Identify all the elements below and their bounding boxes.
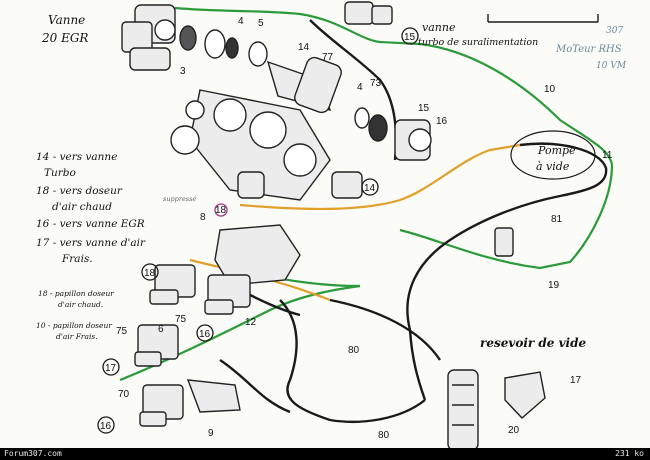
legend-18-line2: d'air chaud (52, 201, 112, 213)
circle-15 (401, 27, 419, 45)
sensor-14 (331, 171, 363, 199)
callout-80: 80 (348, 345, 360, 356)
circled-callouts (97, 27, 419, 434)
circled-16b: 16 (199, 329, 211, 340)
ring-4 (354, 107, 370, 129)
support-17 (504, 371, 546, 419)
number-callouts: 3 4 5 14 77 4 73 15 16 10 11 81 19 8 75 … (116, 16, 613, 441)
callout-12: 12 (245, 317, 257, 328)
green-hose-top (174, 6, 614, 166)
callout-5: 5 (258, 18, 264, 29)
callout-3: 3 (180, 66, 186, 77)
legend-14-line1: 14 - vers vanne (36, 151, 117, 163)
circled-16: 16 (100, 421, 112, 432)
solenoid-valve-16 (139, 384, 184, 427)
green-hose-right (399, 164, 614, 270)
callout-70: 70 (118, 389, 130, 400)
solenoid-valve-18 (149, 264, 196, 305)
label-turbo-line1: vanne (422, 21, 456, 34)
callout-4: 4 (238, 16, 244, 27)
callout-81: 81 (551, 214, 563, 225)
scale-bar (487, 14, 599, 23)
circle-17 (102, 358, 120, 376)
solenoid-valve-10 (204, 274, 251, 315)
callout-9: 9 (208, 428, 214, 439)
circled-15: 15 (404, 32, 416, 43)
footer-site: Forum307.com (4, 449, 62, 458)
legend-18-line1: 18 - vers doseur (36, 185, 123, 197)
papillon-10-line1: 10 - papillon doseur (36, 321, 112, 330)
intake-manifold (170, 89, 331, 201)
callout-80b: 80 (378, 430, 390, 441)
callout-15: 15 (418, 103, 430, 114)
callout-11: 11 (602, 150, 613, 161)
egr-valve (121, 4, 176, 71)
bracket-8 (214, 224, 301, 286)
footer-size: 231 ko (615, 449, 644, 458)
callout-75: 75 (175, 314, 187, 325)
circle-purple (214, 203, 228, 217)
callout-4b: 4 (357, 82, 363, 93)
label-turbo-line2: turbo de suralimentation (418, 37, 538, 48)
vacuum-reservoir (447, 369, 479, 451)
pipe-14 (266, 56, 342, 114)
callout-73: 73 (370, 78, 382, 89)
label-moteur-307: 307 (606, 26, 623, 36)
circled-numbers: 15 18 17 16 14 18 16 (100, 32, 416, 432)
solenoid-valve-17 (134, 324, 179, 367)
callout-8: 8 (200, 212, 206, 223)
turbo-valve-small (344, 1, 393, 25)
legend-block: 14 - vers vanne Turbo 18 - vers doseur d… (36, 151, 146, 265)
callout-17: 17 (570, 375, 582, 386)
pump-fitting-81 (494, 227, 514, 257)
callout-75b: 75 (116, 326, 128, 337)
callout-14: 14 (298, 42, 310, 53)
legend-17-line1: 17 - vers vanne d'air (36, 237, 146, 249)
circled-17: 17 (105, 363, 117, 374)
callout-16: 16 (436, 116, 448, 127)
coupling-rings (179, 25, 268, 67)
label-reservoir: resevoir de vide (480, 336, 587, 350)
label-moteur-rhs: MoTeur RHS (555, 44, 622, 55)
label-vanne-line2: 20 EGR (41, 31, 88, 45)
label-suppresse: suppressé (163, 195, 196, 203)
label-moteur-10vm: 10 VM (596, 61, 627, 71)
papillon-18-line2: d'air chaud. (58, 300, 103, 309)
legend-14-line2: Turbo (44, 167, 76, 179)
green-hose-lower (119, 284, 361, 382)
circled-18b: 18 (144, 268, 156, 279)
bracket-9 (186, 379, 241, 413)
footer-bar: Forum307.com 231 ko (0, 448, 650, 460)
legend-16-line1: 16 - vers vanne EGR (36, 218, 145, 230)
vacuum-pump-outline (510, 130, 596, 180)
label-pompe-line1: Pompe (537, 144, 576, 157)
circle-14 (361, 178, 379, 196)
circle-16b (196, 324, 214, 342)
callout-20: 20 (508, 425, 520, 436)
circled-purple: 18 (215, 205, 227, 216)
legend-17-line2: Frais. (61, 253, 93, 265)
parts (121, 1, 546, 451)
callout-10: 10 (544, 84, 556, 95)
sensor-18 (237, 171, 265, 199)
papillon-18-line1: 18 - papillon doseur (38, 289, 114, 298)
handwritten-labels: Vanne 20 EGR vanne turbo de suralimentat… (41, 13, 627, 350)
flange-15 (394, 119, 432, 161)
ring-73 (368, 114, 388, 142)
label-pompe-line2: à vide (536, 160, 570, 173)
circled-14: 14 (364, 183, 376, 194)
callout-6: 6 (158, 324, 164, 335)
callout-19: 19 (548, 280, 560, 291)
callout-77a: 77 (322, 52, 334, 63)
papillon-block: 18 - papillon doseur d'air chaud. 10 - p… (36, 289, 114, 341)
label-vanne-line1: Vanne (48, 13, 85, 27)
circle-18b (141, 263, 159, 281)
orange-hose-top (239, 143, 521, 211)
papillon-10-line2: d'air Frais. (56, 332, 98, 341)
circle-16 (97, 416, 115, 434)
